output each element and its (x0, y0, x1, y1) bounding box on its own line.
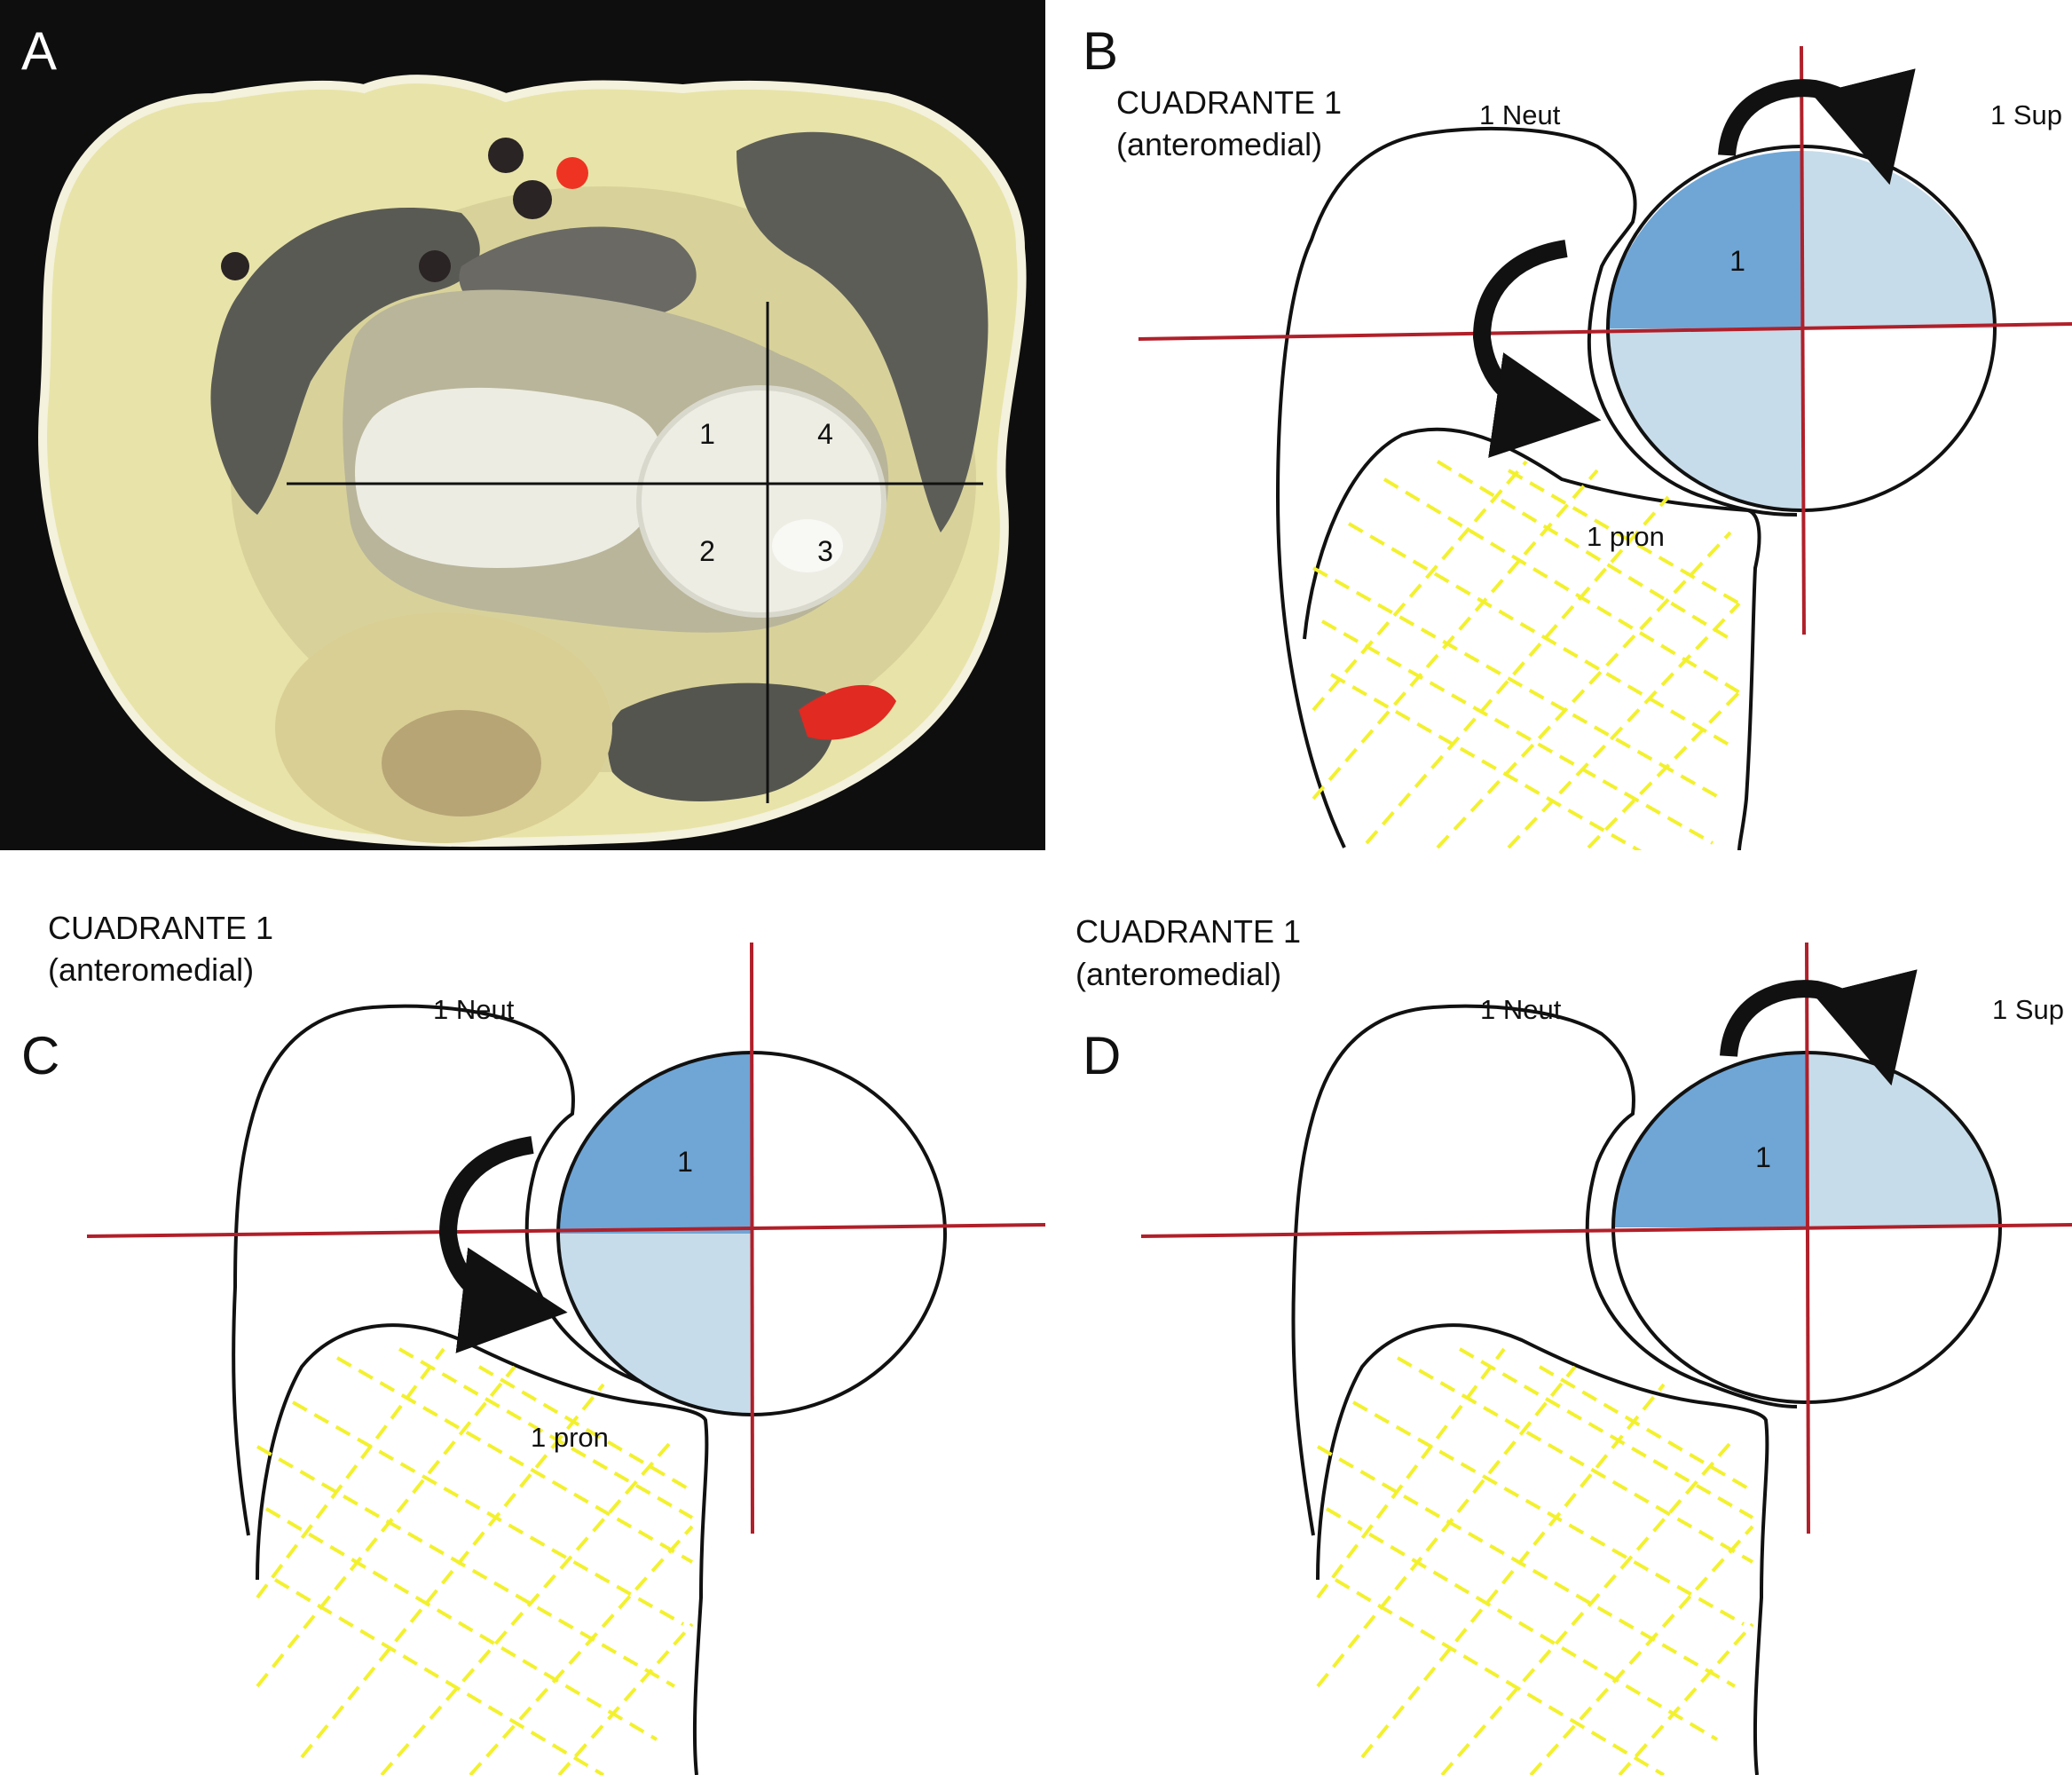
panel-d: CUADRANTE 1 (anteromedial) 1 Neut 1 Sup … (1075, 913, 2072, 1775)
panel-c: CUADRANTE 1 (anteromedial) 1 Neut C 1 pr… (21, 910, 1045, 1775)
photo-quadrant-1: 1 (699, 418, 715, 450)
title-b-line1: CUADRANTE 1 (1116, 84, 1342, 121)
red-vertical-axis-d (1807, 943, 1808, 1534)
label-pron-b: 1 pron (1587, 521, 1665, 552)
quadrant-4-fill-b (1801, 151, 1995, 328)
hatch-c (257, 1349, 692, 1775)
label-sup-b: 1 Sup (1990, 99, 2062, 130)
quadrant-4-fill-d (1807, 1053, 2000, 1227)
quadrant-label-d: 1 (1755, 1141, 1771, 1173)
red-horizontal-axis-d (1141, 1225, 2072, 1236)
title-b-line2: (anteromedial) (1116, 126, 1322, 162)
pronation-arrow-c (448, 1145, 532, 1306)
hatch-b (1313, 462, 1739, 852)
panel-letter-b: B (1083, 21, 1118, 81)
quadrant-1-fill-c (558, 1053, 752, 1234)
radial-head (639, 388, 884, 615)
title-c-line1: CUADRANTE 1 (48, 910, 273, 946)
vessel-1 (488, 138, 524, 173)
red-vertical-axis-b (1801, 46, 1804, 635)
panel-b: B CUADRANTE 1 (anteromedial) 1 Neut 1 Su… (1083, 21, 2072, 852)
panel-letter-c: C (21, 1026, 59, 1085)
vessel-2 (513, 180, 552, 219)
label-sup-d: 1 Sup (1992, 994, 2064, 1025)
ulna-bone (355, 388, 663, 568)
radius-outline-d (1318, 1325, 1767, 1775)
title-d-line1: CUADRANTE 1 (1075, 913, 1301, 950)
photo-quadrant-2: 2 (699, 535, 715, 567)
panel-a: 1 4 2 3 A (0, 0, 1045, 850)
vessel-4 (221, 252, 249, 280)
panel-letter-a: A (21, 21, 57, 81)
title-d-line2: (anteromedial) (1075, 956, 1281, 992)
quadrant-2-fill-c (558, 1234, 752, 1415)
title-c-line2: (anteromedial) (48, 951, 254, 988)
photo-quadrant-3: 3 (817, 535, 833, 567)
panel-letter-d: D (1083, 1026, 1121, 1085)
quadrant-1-fill-b (1608, 151, 1801, 328)
radius-outline-c (257, 1325, 706, 1775)
label-neut-d: 1 Neut (1480, 994, 1562, 1025)
quadrant-label-c: 1 (677, 1146, 693, 1178)
supination-arrow-d (1729, 989, 1879, 1056)
label-neut-b: 1 Neut (1479, 99, 1561, 130)
vessel-red (556, 157, 588, 189)
hatch-d (1318, 1349, 1753, 1775)
vessel-3 (419, 250, 451, 282)
label-neut-c: 1 Neut (433, 994, 515, 1025)
red-horizontal-axis-b (1138, 324, 2072, 339)
photo-quadrant-4: 4 (817, 418, 833, 450)
quadrant-label-b: 1 (1729, 245, 1745, 277)
quadrant-2-fill-b (1608, 328, 1801, 510)
quadrant-1-fill-d (1613, 1053, 1807, 1227)
lower-bone-shadow (382, 710, 541, 816)
label-pron-c: 1 pron (531, 1422, 609, 1453)
